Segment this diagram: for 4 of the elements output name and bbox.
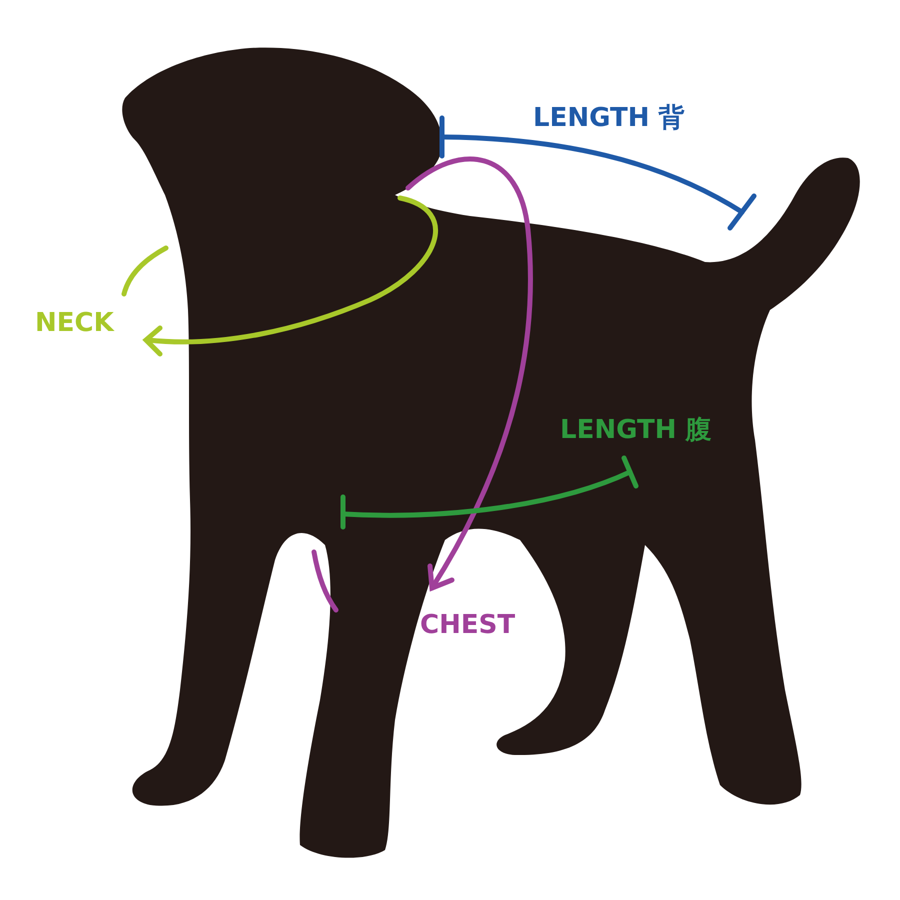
measurement-label: LENGTH 背 — [533, 105, 685, 131]
measurement-label: NECK — [35, 310, 114, 336]
measurement-label: LENGTH 腹 — [560, 417, 712, 443]
measurement-label: CHEST — [420, 612, 516, 638]
